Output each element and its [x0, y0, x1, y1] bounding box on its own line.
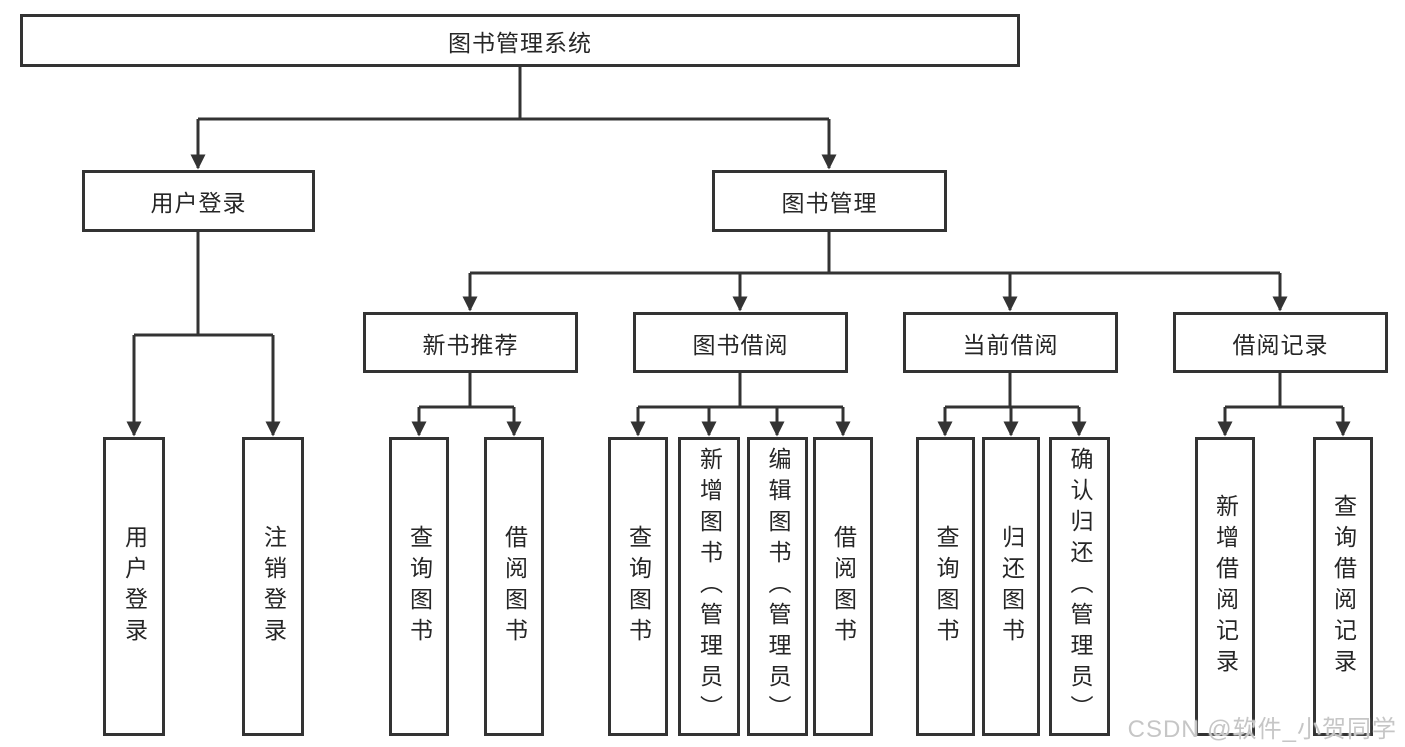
leaf-label: 注销登录: [260, 524, 287, 649]
leaf-add-borrow-record: 新增借阅记录: [1195, 437, 1255, 736]
leaf-confirm-return-admin: 确认归还（管理员）: [1049, 437, 1110, 736]
leaf-borrow-books-2: 借阅图书: [813, 437, 873, 736]
watermark: CSDN @软件_小贺同学: [1127, 716, 1397, 743]
leaf-label: 借阅图书: [830, 524, 857, 649]
leaf-query-books-3: 查询图书: [916, 437, 975, 736]
leaf-logout: 注销登录: [242, 437, 304, 736]
leaf-query-borrow-record: 查询借阅记录: [1313, 437, 1373, 736]
leaf-label: 借阅图书: [501, 524, 528, 649]
leaf-user-login: 用户登录: [103, 437, 165, 736]
node-root-library-system: 图书管理系统: [20, 14, 1020, 67]
leaf-label: 归还图书: [998, 524, 1025, 649]
leaf-label: 确认归还（管理员）: [1067, 447, 1093, 726]
leaf-borrow-books-1: 借阅图书: [484, 437, 544, 736]
leaf-label: 用户登录: [121, 524, 148, 649]
node-new-book-recommend: 新书推荐: [363, 312, 578, 373]
leaf-query-books-2: 查询图书: [608, 437, 668, 736]
leaf-query-books-1: 查询图书: [389, 437, 449, 736]
leaf-label: 查询图书: [625, 524, 652, 649]
node-user-login: 用户登录: [82, 170, 315, 232]
node-book-management: 图书管理: [712, 170, 947, 232]
leaf-label: 查询借阅记录: [1330, 493, 1357, 680]
node-current-borrow: 当前借阅: [903, 312, 1118, 373]
leaf-label: 新增图书（管理员）: [696, 447, 723, 726]
leaf-edit-books-admin: 编辑图书（管理员）: [747, 437, 808, 736]
node-book-borrow: 图书借阅: [633, 312, 848, 373]
leaf-label: 新增借阅记录: [1212, 493, 1239, 680]
leaf-return-books: 归还图书: [982, 437, 1040, 736]
node-borrow-record: 借阅记录: [1173, 312, 1388, 373]
leaf-label: 查询图书: [933, 524, 959, 649]
leaf-add-books-admin: 新增图书（管理员）: [678, 437, 740, 736]
leaf-label: 编辑图书（管理员）: [765, 447, 791, 726]
leaf-label: 查询图书: [406, 524, 433, 649]
